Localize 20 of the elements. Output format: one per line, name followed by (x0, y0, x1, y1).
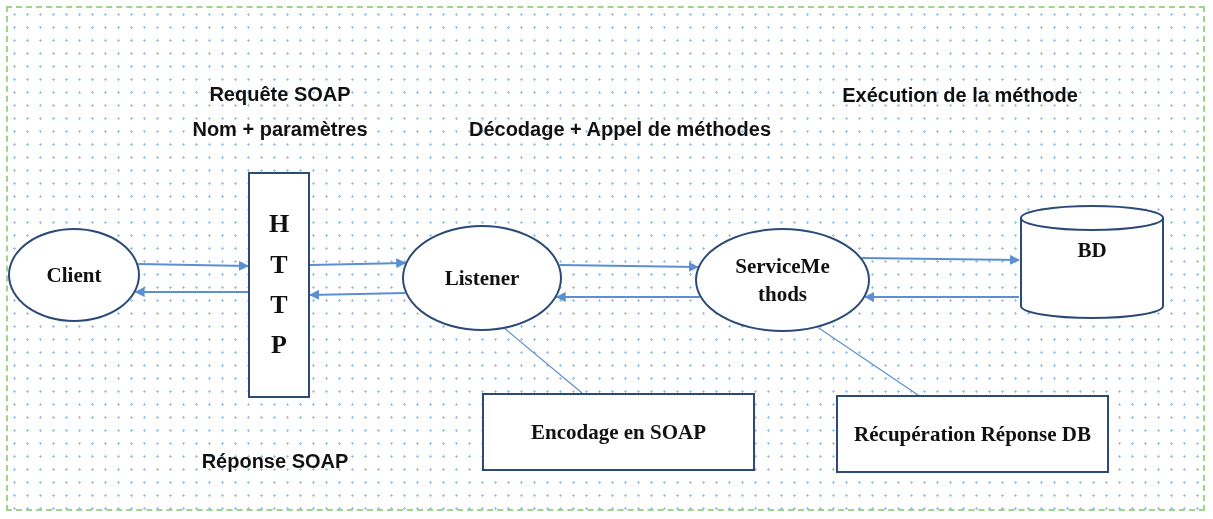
process-box (482, 393, 755, 471)
annotation-text: Réponse SOAP (200, 450, 350, 473)
arrow (134, 287, 249, 297)
annotation-text: Requête SOAP (208, 83, 352, 106)
node-label: BD (1077, 236, 1107, 264)
node-label: HTTP (267, 208, 291, 362)
annotation-text: Décodage + Appel de méthodes (467, 118, 773, 141)
annotation-text: Nom + paramètres (191, 118, 369, 141)
node-label: Encodage en SOAP (531, 418, 706, 446)
arrow (860, 254, 1020, 265)
node-label: Récupération Réponse DB (854, 420, 1091, 448)
node-label: Listener (444, 264, 520, 292)
arrow (137, 260, 249, 271)
process-box (836, 395, 1109, 473)
protocol-box (248, 172, 310, 398)
leader-line (504, 328, 583, 394)
node-label: ServiceMethods (734, 252, 831, 308)
annotation-text: Exécution de la méthode (841, 84, 1079, 107)
node-label: Client (46, 261, 102, 289)
leader-line (817, 326, 919, 396)
